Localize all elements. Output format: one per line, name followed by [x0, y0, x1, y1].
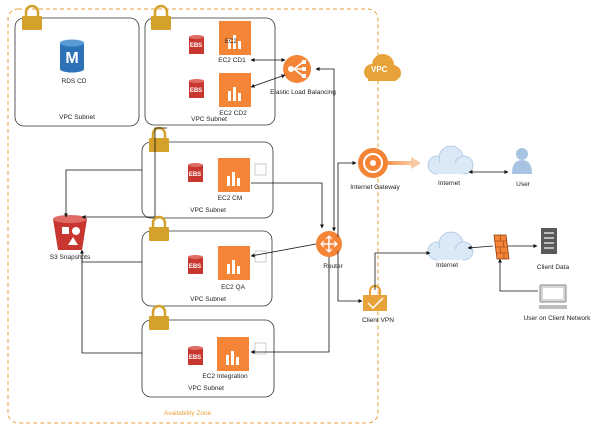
user-icon [512, 148, 532, 174]
connector [315, 67, 336, 232]
subnet-cd [144, 17, 276, 126]
client-computer-icon [539, 284, 567, 309]
subnet-label: VPC Subnet [191, 116, 227, 123]
connector [250, 257, 330, 354]
connector [374, 251, 431, 290]
ec2-cm-label: EC2 CM [217, 195, 243, 202]
s3-bucket-icon [53, 215, 87, 250]
ec2-qa-icon [218, 246, 250, 280]
connector [337, 251, 363, 303]
connector [81, 250, 142, 354]
subnet-label: VPC Subnet [188, 385, 224, 392]
vpc-subnets [14, 17, 276, 398]
ec2-cd1-label: EC2 CD1 [218, 57, 246, 64]
ec2-integration-icon [217, 337, 249, 371]
internet-cloud-bottom-icon [427, 231, 474, 261]
connector [250, 243, 317, 258]
instance-placeholder-icon [254, 163, 267, 176]
subnet-label: VPC Subnet [190, 207, 226, 214]
ebs-label: EBS [189, 43, 203, 49]
subnet-integration [141, 319, 275, 398]
client-user-label: User on Client Network [523, 315, 591, 322]
lock-icon [149, 126, 169, 152]
internet-gateway-icon [358, 148, 421, 178]
rds-glyph: M [65, 50, 78, 67]
rds-label: RDS CD [61, 78, 87, 85]
connector [80, 249, 142, 263]
internet-gateway-label: Internet Gateway [350, 184, 400, 191]
vpc-label: VPC [371, 65, 388, 74]
connector [498, 258, 538, 292]
internet-top-label: Internet [437, 180, 461, 187]
ebs-label: EBS [188, 264, 202, 270]
connector [337, 161, 357, 237]
ebs-icon [189, 79, 204, 98]
client-data-server-icon [541, 228, 557, 254]
vpc-cloud-icon [364, 54, 401, 81]
lock-icon [151, 4, 171, 30]
ec2-cm-icon [218, 158, 250, 192]
router-icon [316, 231, 342, 257]
ec2-cd1-icon [219, 21, 251, 55]
ebs-label: EBS [188, 355, 202, 361]
rds-database-icon: M [60, 39, 84, 73]
subnet-label: VPC Subnet [190, 296, 226, 303]
ec2-qa-label: EC2 QA [221, 284, 245, 291]
connector [64, 169, 142, 218]
subnet-cm [141, 141, 274, 219]
connector [251, 182, 324, 229]
ebs-icon [188, 163, 203, 182]
connector [250, 74, 286, 88]
ebs-icon [188, 346, 203, 365]
availability-zone-boundary [7, 8, 379, 424]
s3-label: S3 Snapshots [49, 254, 91, 261]
router-label: Router [323, 263, 343, 270]
connectors [64, 58, 538, 354]
instance-placeholder-icon [254, 342, 267, 355]
lock-icon [149, 215, 169, 241]
subnet-rds [14, 17, 140, 127]
availability-zone-label: Availability Zone [164, 410, 212, 417]
user-label: User [516, 181, 530, 188]
internet-cloud-top-icon [427, 145, 474, 175]
ebs-icon [188, 255, 203, 274]
lock-icon [22, 4, 42, 30]
ec2-cd2-icon [219, 73, 251, 107]
client-vpn-label: Client VPN [362, 317, 394, 324]
client-data-label: Client Data [536, 264, 570, 271]
ec2-partial-label: EC2 [225, 39, 237, 45]
elastic-load-balancing-icon [283, 55, 311, 83]
connector [81, 127, 167, 219]
connector [467, 245, 494, 250]
ebs-volumes [188, 35, 204, 365]
instance-placeholder-icon [254, 250, 267, 263]
subnet-qa [141, 230, 273, 307]
ec2-instances [217, 21, 267, 371]
subnet-label: VPC Subnet [59, 114, 95, 121]
lock-icons [22, 4, 171, 330]
ec2-cd2-label: EC2 CD2 [219, 110, 247, 117]
ebs-label: EBS [189, 88, 203, 94]
ebs-icon [189, 35, 204, 54]
internet-bottom-label: Internet [435, 262, 459, 269]
lock-icon [149, 304, 169, 330]
elb-label: Elastic Load Balancing [270, 89, 336, 96]
ebs-label: EBS [188, 172, 202, 178]
firewall-icon [493, 234, 510, 260]
ec2-integration-label: EC2 Integration [202, 373, 248, 380]
